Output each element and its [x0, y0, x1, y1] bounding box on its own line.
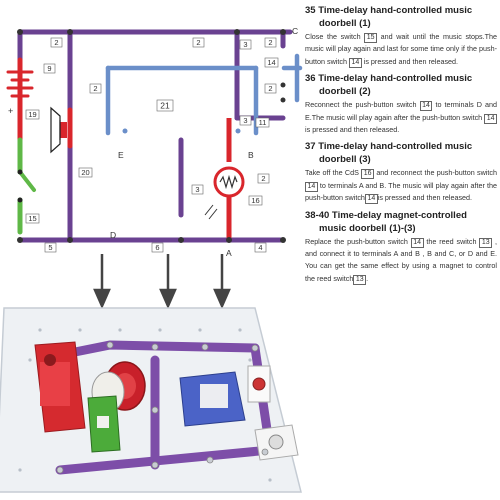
label-16: 16	[251, 196, 259, 205]
section-36-title: 36 Time-delay hand-controlled music	[305, 73, 473, 85]
label-2-ic-right: 2	[268, 84, 272, 93]
section-37-body: Take off the CdS 16 and reconnect the pu…	[305, 168, 497, 205]
section-35-subtitle: doorbell (1)	[319, 18, 371, 29]
instructions-panel: 35 Time-delay hand-controlled music door…	[305, 4, 497, 289]
label-3-lower: 3	[243, 116, 247, 125]
section-37-subtitle: doorbell (3)	[319, 154, 371, 166]
section-35-title: 35 Time-delay hand-controlled music	[305, 5, 473, 16]
section-36-body: Reconnect the push-button switch 14 to t…	[305, 100, 497, 135]
circuit-schematic: + 2 2 2 2 2	[6, 26, 303, 258]
terminal-e: E	[118, 150, 124, 160]
section-38-40-title: 38-40 Time-delay magnet-controlled	[305, 209, 467, 221]
terminal-a: A	[226, 248, 232, 258]
label-2-corner: 2	[268, 38, 272, 47]
terminal-c: C	[292, 26, 298, 36]
section-35: 35 Time-delay hand-controlled music door…	[305, 4, 497, 68]
battery-plus-label: +	[8, 106, 13, 116]
section-36: 36 Time-delay hand-controlled music door…	[305, 72, 497, 136]
switch-15	[17, 137, 36, 235]
arrows-graphic	[93, 254, 231, 308]
label-11: 11	[259, 118, 267, 127]
pushbutton-module	[247, 365, 271, 403]
label-2-right-bottom: 2	[261, 174, 265, 183]
cds-resistor-icon	[204, 118, 245, 240]
rail-bottom	[55, 445, 275, 475]
label-20: 20	[81, 168, 89, 177]
label-2-top-right: 2	[196, 38, 200, 47]
terminal-d: D	[110, 230, 116, 240]
section-35-body: Close the switch 15 and wait until the m…	[305, 32, 498, 68]
circuit-board-photo	[0, 307, 302, 493]
label-3: 3	[243, 40, 247, 49]
battery-pack	[34, 341, 86, 433]
label-5: 5	[48, 243, 52, 252]
terminal-b: B	[248, 150, 254, 160]
label-15: 15	[28, 214, 36, 223]
green-switch	[87, 395, 121, 453]
label-6: 6	[155, 243, 159, 252]
label-19: 19	[28, 110, 36, 119]
section-38-40-body: Replace the push-button switch 14 the re…	[305, 236, 497, 285]
arrow-right-head	[213, 288, 231, 308]
section-36-subtitle: doorbell (2)	[319, 86, 371, 98]
cds-lamp	[254, 424, 299, 461]
arrow-left-head	[93, 288, 111, 308]
ic-module	[179, 371, 246, 427]
label-2-ic-left: 2	[93, 84, 97, 93]
section-38-40-subtitle: music doorbell (1)-(3)	[319, 222, 416, 234]
section-38-40: 38-40 Time-delay magnet-controlled music…	[305, 209, 497, 286]
speaker-icon	[50, 106, 73, 154]
label-4: 4	[258, 243, 262, 252]
section-37: 37 Time-delay hand-controlled music door…	[305, 140, 497, 205]
label-14: 14	[267, 58, 275, 67]
label-9: 9	[47, 64, 51, 73]
arrow-center-head	[159, 288, 177, 308]
label-2-top: 2	[54, 38, 58, 47]
label-3-center: 3	[195, 185, 199, 194]
section-37-title: 37 Time-delay hand-controlled music	[305, 141, 473, 153]
label-21: 21	[160, 101, 170, 111]
